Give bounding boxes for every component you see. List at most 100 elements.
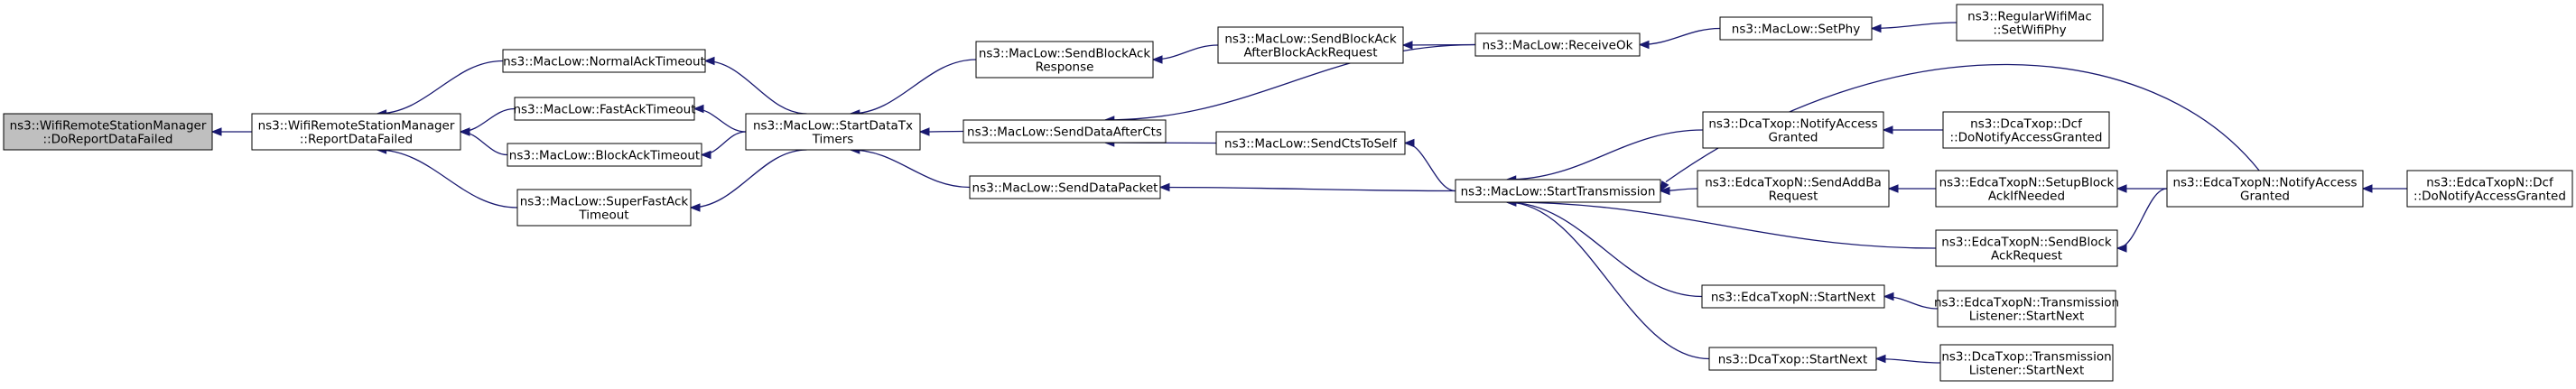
node-ns3-edcatxopn-notifyaccessgranted[interactable]: ns3::EdcaTxopN::NotifyAccessGranted — [2166, 170, 2364, 208]
node-ns3-maclow-blockacktimeout[interactable]: ns3::MacLow::BlockAckTimeout — [507, 143, 702, 167]
node-ns3-maclow-sendblockackafterblockackrequest[interactable]: ns3::MacLow::SendBlockAckAfterBlockAckRe… — [1217, 26, 1404, 64]
edge-n15-to-n14 — [1870, 22, 1958, 33]
node-label-line: Listener::StartNext — [1969, 364, 2085, 378]
node-ns3-dcatxop-transmissionlistener-startnext[interactable]: ns3::DcaTxop::TransmissionListener::Star… — [1939, 344, 2114, 382]
node-ns3-wifiremotestationmanager-reportdatafailed[interactable]: ns3::WifiRemoteStationManager::ReportDat… — [251, 113, 461, 151]
node-box — [1708, 347, 1877, 371]
edge-arrowhead — [1638, 40, 1650, 50]
edge-n19-to-n13 — [1505, 198, 1710, 360]
node-ns3-maclow-senddatapacket[interactable]: ns3::MacLow::SendDataPacket — [969, 175, 1161, 199]
edge-arrowhead — [2361, 184, 2373, 193]
edge-n18-to-n13 — [1505, 198, 1703, 298]
node-label-line: ns3::EdcaTxopN::Transmission — [1934, 296, 2119, 310]
node-ns3-dcatxop-startnext[interactable]: ns3::DcaTxop::StartNext — [1708, 347, 1877, 371]
edge-line — [1506, 129, 1704, 181]
node-box — [1474, 32, 1641, 57]
node-box — [1701, 284, 1885, 309]
node-ns3-edcatxopn-transmissionlistener-startnext[interactable]: ns3::EdcaTxopN::TransmissionListener::St… — [1934, 290, 2119, 328]
edge-n6-to-n5 — [689, 149, 807, 212]
node-ns3-regularwifimac-setwifiphy[interactable]: ns3::RegularWifiMac::SetWifiPhy — [1956, 4, 2104, 42]
edge-line — [377, 149, 518, 208]
edge-arrowhead — [1158, 182, 1170, 192]
edge-n17-to-n13 — [1659, 186, 1698, 196]
edge-arrowhead — [1874, 354, 1886, 364]
node-box — [2406, 170, 2573, 208]
edge-arrowhead — [2116, 184, 2127, 193]
edge-line — [701, 131, 747, 156]
node-label-line: ns3::MacLow::SuperFastAck — [520, 195, 689, 209]
node-label-line: Timers — [812, 133, 854, 147]
edge-n4-to-n1 — [459, 127, 508, 156]
edge-line — [1152, 44, 1219, 60]
node-ns3-maclow-senddataaftercts[interactable]: ns3::MacLow::SendDataAfterCts — [963, 119, 1167, 144]
edge-arrowhead — [693, 104, 704, 114]
edge-line — [850, 149, 971, 189]
node-box — [251, 113, 461, 151]
node-ns3-maclow-normalacktimeout[interactable]: ns3::MacLow::NormalAckTimeout — [502, 49, 706, 73]
edge-n13-to-n11 — [1403, 138, 1456, 192]
node-label-line: ns3::EdcaTxopN::Dcf — [2426, 176, 2554, 190]
node-box — [1942, 111, 2110, 149]
edge-n2-to-n1 — [376, 60, 504, 118]
edge-n25-to-n22 — [2116, 188, 2168, 253]
node-box — [2166, 170, 2364, 208]
edge-line — [460, 131, 508, 156]
edge-arrowhead — [1882, 125, 1893, 134]
node-ns3-edcatxopn-startnext[interactable]: ns3::EdcaTxopN::StartNext — [1701, 284, 1885, 309]
node-ns3-maclow-starttransmission[interactable]: ns3::MacLow::StartTransmission — [1455, 179, 1661, 203]
node-label-line: ns3::DcaTxop::Transmission — [1941, 350, 2111, 365]
edge-n25-to-n21 — [2116, 184, 2167, 193]
node-ns3-dcatxop-dcf-donotifyaccessgranted[interactable]: ns3::DcaTxop::Dcf::DoNotifyAccessGranted — [1942, 111, 2110, 149]
node-box — [745, 113, 921, 151]
node-label-line: Granted — [1768, 131, 1818, 145]
call-graph-nodes: ns3::WifiRemoteStationManager::DoReportD… — [3, 4, 2573, 382]
edge-n6-to-n2 — [703, 56, 807, 115]
node-box — [514, 97, 695, 121]
node-label-line: ns3::MacLow::SendBlockAck — [1224, 32, 1396, 47]
edge-n7-to-n6 — [849, 59, 977, 118]
node-label-line: ns3::EdcaTxopN::StartNext — [1711, 291, 1875, 305]
edge-n10-to-n7 — [1151, 44, 1219, 64]
node-ns3-edcatxopn-dcf-donotifyaccessgranted[interactable]: ns3::EdcaTxopN::Dcf::DoNotifyAccessGrant… — [2406, 170, 2573, 208]
node-ns3-maclow-receiveok[interactable]: ns3::MacLow::ReceiveOk — [1474, 32, 1641, 57]
node-label-line: AckRequest — [1991, 249, 2062, 264]
node-label-line: ns3::EdcaTxopN::NotifyAccess — [2172, 176, 2357, 190]
node-label-line: Granted — [2240, 190, 2290, 204]
node-box — [516, 189, 692, 227]
node-label-line: ns3::DcaTxop::Dcf — [1970, 117, 2083, 132]
node-box — [1939, 344, 2114, 382]
edge-line — [1871, 22, 1958, 30]
node-label-line: Response — [1036, 60, 1094, 75]
edge-arrowhead — [459, 127, 470, 136]
edge-n21-to-n17 — [1887, 184, 1936, 193]
node-box — [1937, 290, 2116, 328]
edge-n6-to-n3 — [693, 104, 747, 133]
node-ns3-maclow-setphy[interactable]: ns3::MacLow::SetPhy — [1719, 16, 1873, 41]
node-ns3-dcatxop-notifyaccessgranted[interactable]: ns3::DcaTxop::NotifyAccessGranted — [1702, 111, 1884, 149]
node-label-line: ::DoNotifyAccessGranted — [1950, 131, 2103, 145]
edge-n20-to-n16 — [1882, 125, 1943, 134]
edge-n6-to-n4 — [700, 131, 747, 160]
node-label-line: ns3::MacLow::StartTransmission — [1461, 185, 1656, 199]
edge-n5-to-n1 — [376, 145, 518, 208]
edge-line — [1104, 43, 1476, 121]
node-label-line: ns3::EdcaTxopN::SendBlock — [1941, 236, 2112, 250]
node-box — [1935, 170, 2118, 208]
edge-n8-to-n6 — [918, 127, 964, 136]
node-label-line: ns3::WifiRemoteStationManager — [258, 119, 455, 134]
node-ns3-maclow-sendctstoself[interactable]: ns3::MacLow::SendCtsToSelf — [1215, 131, 1406, 155]
edge-line — [1506, 201, 1937, 249]
edge-n14-to-n12 — [1638, 27, 1721, 50]
edge-arrowhead — [210, 127, 222, 136]
node-ns3-maclow-fastacktimeout[interactable]: ns3::MacLow::FastAckTimeout — [513, 97, 696, 121]
node-label-line: ns3::MacLow::FastAckTimeout — [513, 103, 695, 117]
node-box — [1215, 131, 1406, 155]
node-box — [3, 113, 213, 151]
